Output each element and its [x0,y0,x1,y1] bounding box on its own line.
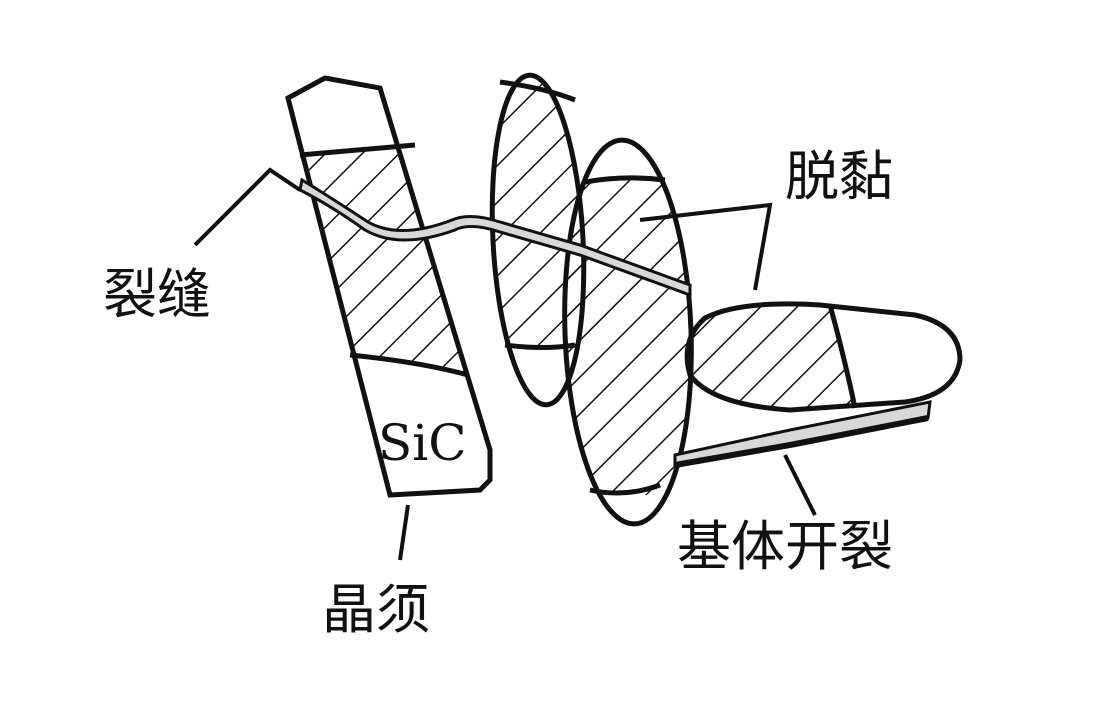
matrix-crack-path [673,400,932,468]
whisker-3-outline [562,137,694,527]
crack-label: 裂缝 [103,263,211,326]
whisker-label: 晶须 [322,578,430,641]
crack-leader-line [193,167,302,247]
debond-leader-line [639,202,773,291]
whisker-3 [560,137,698,527]
matrix-crack-leader-line [783,454,817,516]
whisker-1-outline [285,75,493,498]
whisker-1-hatched-region [300,145,468,375]
whisker-leader-line [398,504,410,561]
whisker-4-hatched-region [687,303,855,410]
matrix-crack-label: 基体开裂 [677,515,893,578]
debond-label: 脱黏 [785,145,893,208]
whisker-4 [684,301,963,413]
sic-label: SiC [378,414,467,472]
whisker-4-outline [684,301,963,413]
crack-path [298,177,692,298]
